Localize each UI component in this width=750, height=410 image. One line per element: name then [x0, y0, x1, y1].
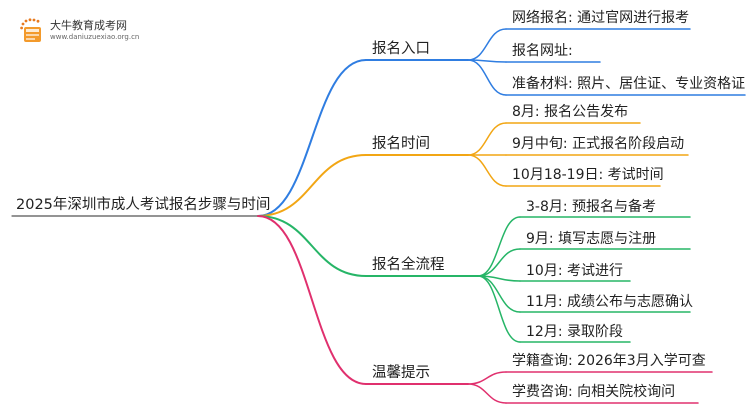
site-logo: 大牛教育成考网 www.daniuzuexiao.org.cn	[20, 16, 160, 48]
leaf-connector	[477, 216, 521, 277]
leaf-connector	[467, 28, 507, 61]
leaf-connector	[467, 59, 507, 96]
leaf-connector	[467, 122, 507, 156]
branch-full-process: 报名全流程	[372, 257, 445, 273]
leaf-connector	[467, 371, 507, 385]
branch-registration-time: 报名时间	[372, 136, 430, 152]
branch-connector	[257, 215, 367, 385]
leaf-august-announcement: 8月: 报名公告发布	[512, 104, 629, 120]
book-logo-icon	[20, 18, 41, 42]
leaf-connector	[467, 154, 507, 187]
leaf-online-registration: 网络报名: 通过官网进行报考	[512, 10, 690, 26]
leaf-connector	[477, 248, 521, 277]
leaf-required-materials: 准备材料: 照片、居住证、专业资格证	[512, 76, 746, 92]
branch-connector	[257, 154, 367, 217]
leaf-mid-september-start: 9月中旬: 正式报名阶段启动	[512, 136, 685, 152]
leaf-exam-dates: 10月18-19日: 考试时间	[512, 167, 664, 183]
root-topic: 2025年深圳市成人考试报名步骤与时间	[16, 197, 271, 213]
leaf-connector	[467, 383, 507, 404]
leaf-results-published: 11月: 成绩公布与志愿确认	[526, 294, 693, 310]
leaf-fill-preferences: 9月: 填写志愿与注册	[526, 231, 657, 247]
branch-registration-entry: 报名入口	[372, 41, 430, 57]
leaf-exam-held: 10月: 考试进行	[526, 263, 623, 279]
branch-connector	[257, 215, 367, 277]
branch-connector	[257, 59, 367, 217]
branch-tips: 温馨提示	[372, 365, 430, 381]
leaf-enrollment-query: 学籍查询: 2026年3月入学可查	[512, 353, 706, 369]
leaf-pre-registration: 3-8月: 预报名与备考	[526, 199, 657, 215]
logo-name: 大牛教育成考网	[50, 19, 127, 32]
leaf-admission-stage: 12月: 录取阶段	[526, 324, 623, 340]
leaf-registration-url: 报名网址:	[512, 43, 573, 59]
leaf-tuition-inquiry: 学费咨询: 向相关院校询问	[512, 384, 676, 400]
logo-url: www.daniuzuexiao.org.cn	[50, 33, 140, 41]
leaf-connector	[477, 275, 521, 343]
